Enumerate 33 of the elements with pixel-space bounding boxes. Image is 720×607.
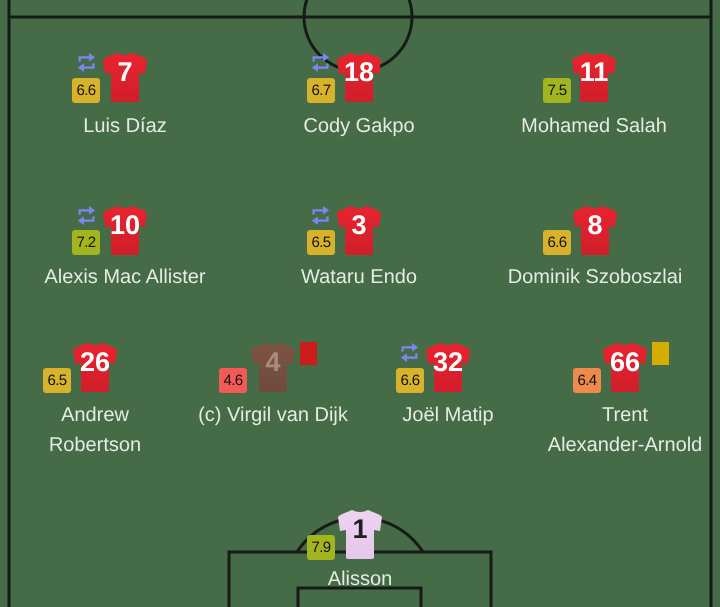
rating-badge: 6.6 [543,230,571,255]
player-name: Wataru Endo [301,265,417,290]
jersey: 11 [572,52,616,102]
rating-badge: 6.4 [573,368,601,393]
player-name: Trent Alexander-Arnold [546,403,704,458]
rating-badge: 6.5 [43,368,71,393]
jersey: 32 [426,342,470,392]
rating-badge: 6.6 [396,368,424,393]
rating-badge: 6.6 [72,78,100,103]
player-name: Alexis Mac Allister [44,265,206,290]
rating-badge: 7.9 [307,535,335,560]
jersey: 4 [251,342,295,392]
jersey: 8 [573,205,617,255]
player-name: Alisson [328,567,392,592]
rating-badge: 6.5 [307,230,335,255]
player-name: Joël Matip [402,403,494,428]
rating-badge: 6.7 [307,78,335,103]
jersey: 18 [337,52,381,102]
player-name: Cody Gakpo [303,114,415,139]
player-name: (c) Virgil van Dijk [198,403,348,428]
player-name: Luis Díaz [83,114,167,139]
jersey: 1 [338,509,382,559]
player-name: Andrew Robertson [48,403,142,458]
jersey: 10 [103,205,147,255]
player-name: Mohamed Salah [521,114,667,139]
jersey: 3 [337,205,381,255]
rating-badge: 4.6 [219,368,247,393]
rating-badge: 7.5 [543,78,571,103]
jersey: 66 [603,342,647,392]
jersey: 26 [73,342,117,392]
player-name: Dominik Szoboszlai [508,265,682,290]
rating-badge: 7.2 [72,230,100,255]
jersey: 7 [103,52,147,102]
